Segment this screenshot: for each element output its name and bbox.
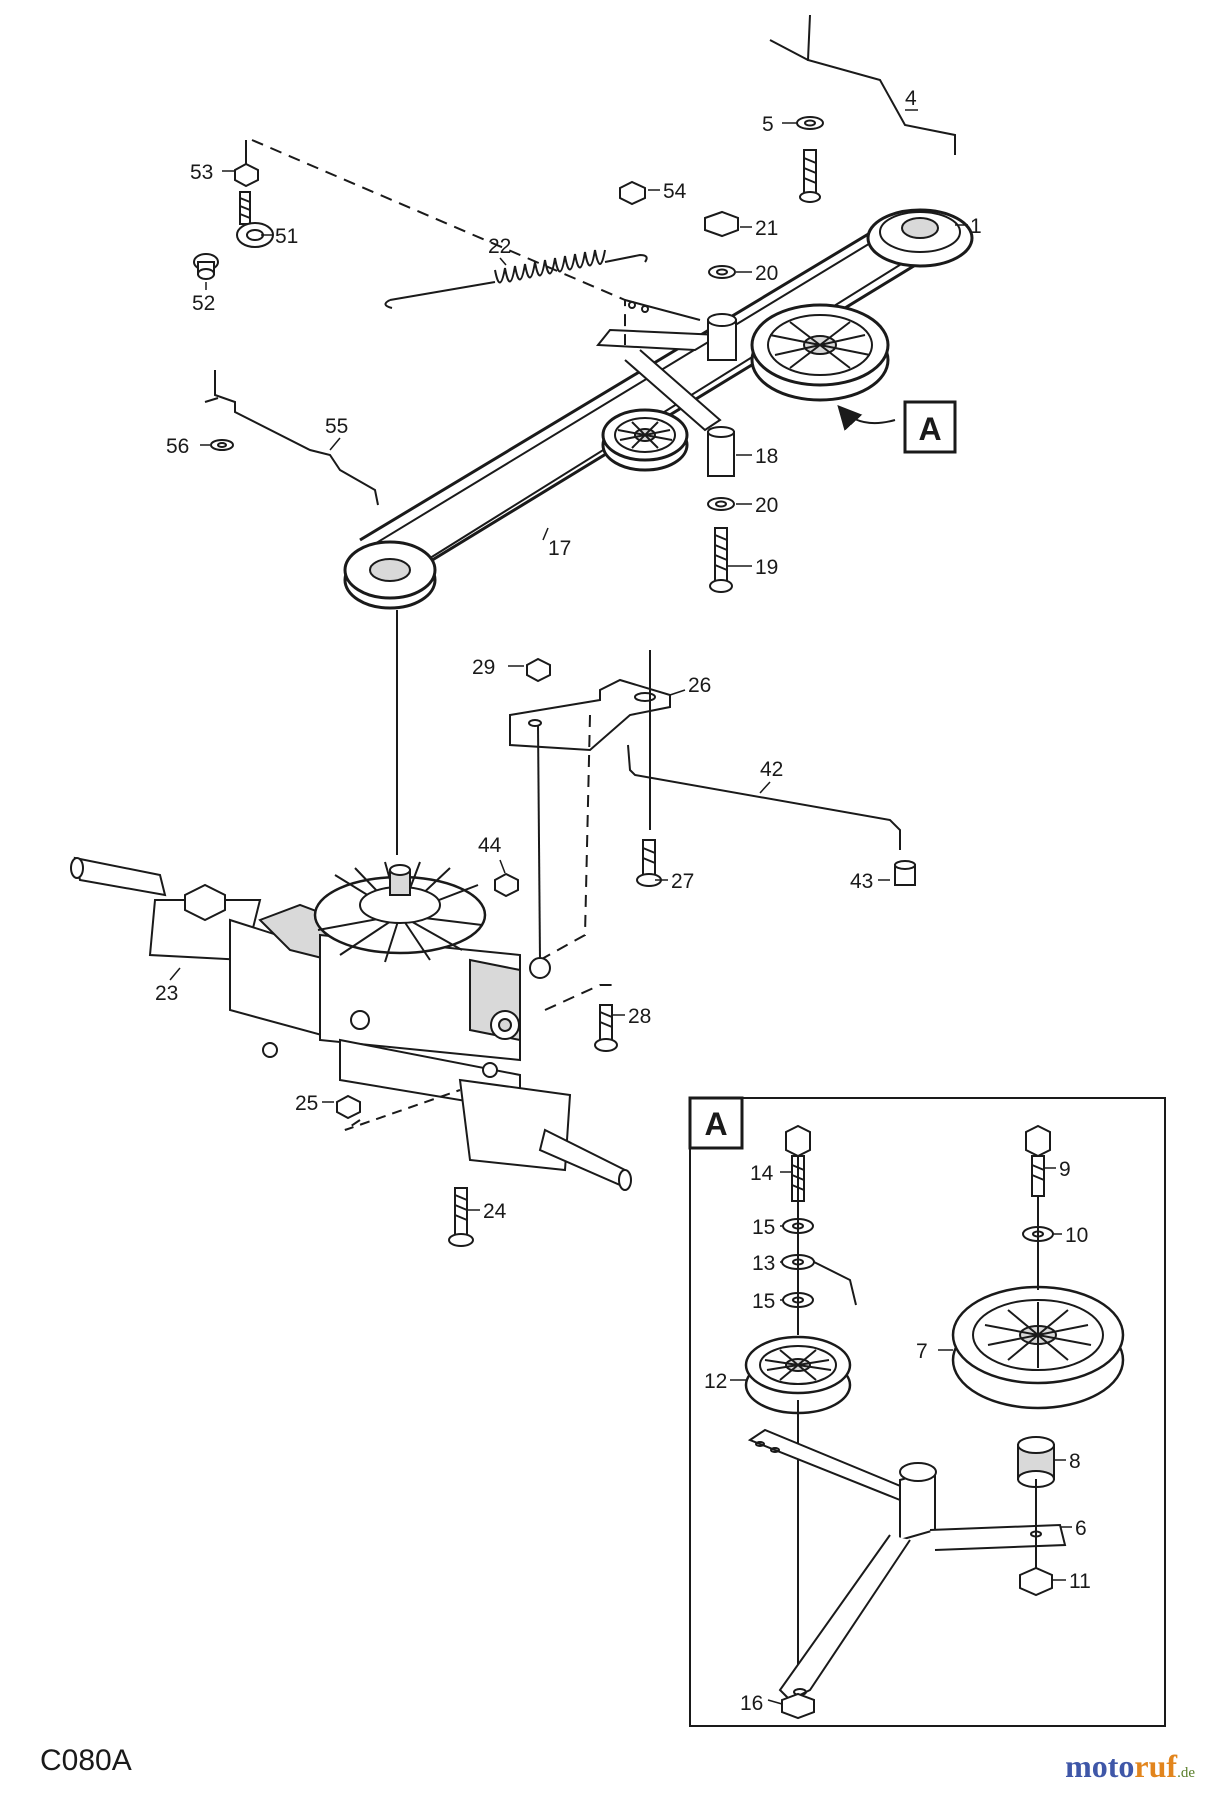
dashed-link-upper [251,139,626,345]
label-52: 52 [192,292,215,315]
nut-54 [619,180,646,206]
label-8: 8 [1069,1450,1081,1473]
label-53: 53 [190,161,213,184]
brand-suffix: .de [1177,1765,1195,1781]
label-54: 54 [663,180,687,203]
label-24: 24 [483,1200,507,1223]
inset-letter: A [704,1106,727,1142]
label-42: 42 [760,758,783,781]
large-idler-pulley [750,303,890,402]
label-17: 17 [548,537,571,560]
idler-bracket-arm [596,328,724,432]
label-27: 27 [671,870,694,893]
engine-pulley [866,208,974,268]
callout-box: A [903,400,957,454]
label-6: 6 [1075,1517,1087,1540]
part-labels: 1 4 5 21 20 18 20 19 17 54 22 51 52 53 5… [155,87,1091,1715]
label-22: 22 [488,235,511,258]
label-21: 21 [755,217,778,240]
label-9: 9 [1059,1158,1071,1181]
label-20a: 20 [755,262,778,285]
tension-spring [384,249,701,321]
label-23: 23 [155,982,178,1005]
small-idler-pulley [601,408,689,472]
label-28: 28 [628,1005,651,1028]
label-7: 7 [916,1340,928,1363]
label-10: 10 [1065,1224,1088,1247]
label-55: 55 [325,415,348,438]
dashed-link-bottom [344,1089,461,1131]
transaxle-assembly [70,856,632,1191]
label-56: 56 [166,435,189,458]
transaxle-fasteners [336,872,618,1247]
callout-letter: A [918,411,941,447]
label-15b: 15 [752,1290,775,1313]
diagram-code: C080A [40,1744,132,1777]
rod-55 [204,370,379,506]
label-51: 51 [275,225,298,248]
leader-lines [169,109,1072,1705]
label-5: 5 [762,113,774,136]
label-18: 18 [755,445,778,468]
label-11: 11 [1069,1570,1091,1593]
cooling-fan [313,861,487,963]
link-rod-vertical [537,724,541,961]
label-13: 13 [752,1252,775,1275]
label-14: 14 [750,1162,774,1185]
label-25: 25 [295,1092,318,1115]
label-1: 1 [970,215,982,238]
label-12: 12 [704,1370,727,1393]
drive-belt [359,213,941,597]
eye-bolt-assembly [193,140,274,280]
transmission-pulley [343,540,437,610]
label-26: 26 [688,674,711,697]
dashed-link-mid [539,714,591,961]
spacer-bolt-stack [704,210,739,593]
dashed-link-lower [544,984,612,1011]
label-15a: 15 [752,1216,775,1239]
brake-rod-assembly [769,14,956,203]
label-16: 16 [740,1692,763,1715]
label-29: 29 [472,656,495,679]
label-43: 43 [850,870,873,893]
label-19: 19 [755,556,778,579]
brand-logo: motoruf.de [1065,1748,1195,1785]
inset-detail: A [688,1096,1166,1727]
label-20b: 20 [755,494,778,517]
label-4: 4 [905,87,917,110]
shift-bracket-assembly [509,650,916,887]
brand-part2: ruf [1134,1748,1178,1784]
brand-part1: moto [1065,1748,1135,1784]
callout-arrow [837,405,896,431]
label-44: 44 [478,834,502,857]
